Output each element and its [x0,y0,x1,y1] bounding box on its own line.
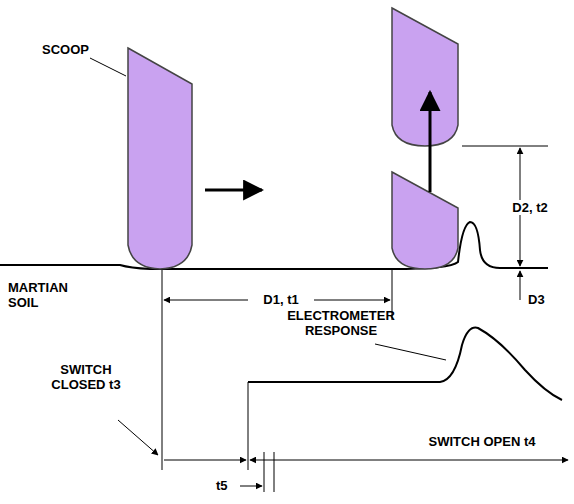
state-label: SWITCH OPEN t4 [420,434,544,449]
region-label: MARTIAN SOIL [8,280,88,310]
dimension-label: D2, t2 [498,200,562,215]
dimension-label: D1, t1 [248,292,314,307]
state-label: SWITCH CLOSED t3 [46,362,126,392]
part-label: SCOOP [42,42,102,57]
dimension-label: D3 [528,292,558,307]
signal-label: ELECTROMETER RESPONSE [286,308,396,338]
time-label: t5 [216,478,240,493]
